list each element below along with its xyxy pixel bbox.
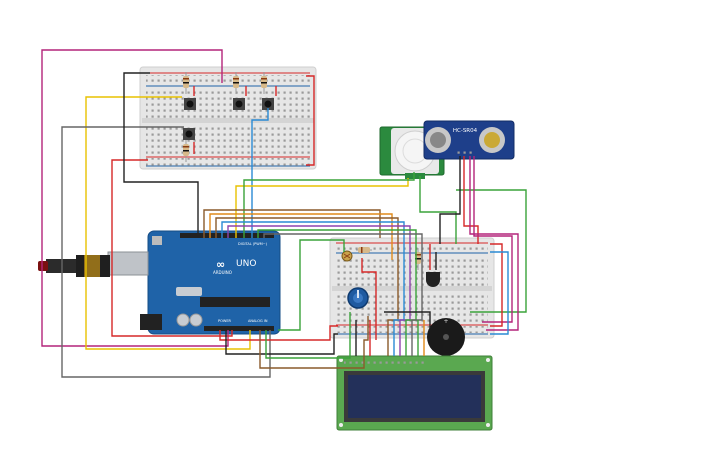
reset-button[interactable] <box>152 236 162 245</box>
wire-yellow[interactable] <box>235 178 409 238</box>
svg-text:+: + <box>443 318 448 325</box>
wiring <box>41 49 527 378</box>
wire-purple[interactable] <box>227 225 411 356</box>
digital-label: DIGITAL (PWM~) <box>238 242 268 246</box>
wire-black[interactable] <box>225 330 338 355</box>
wire-black[interactable] <box>384 311 431 328</box>
wire-red[interactable] <box>122 75 315 166</box>
wire-red[interactable] <box>219 325 338 341</box>
wire-black[interactable] <box>439 156 461 244</box>
push-button[interactable] <box>183 128 195 140</box>
wire-gray[interactable] <box>263 233 423 356</box>
wire-brown[interactable] <box>259 316 369 369</box>
microcontroller-chip <box>200 297 270 307</box>
resistor[interactable] <box>183 140 189 162</box>
power-label: POWER <box>218 319 232 323</box>
arduino-uno-board: ∞ UNO ARDUINO DIGITAL (PWM~) POWER ANALO… <box>107 230 281 335</box>
wire-green[interactable] <box>265 312 351 359</box>
resistor[interactable] <box>183 72 189 94</box>
push-button[interactable] <box>184 98 196 110</box>
arduino-model-text: ARDUINO <box>213 270 232 275</box>
photoresistor[interactable] <box>341 250 353 262</box>
wire-orange[interactable] <box>209 213 393 260</box>
wire-brown[interactable] <box>215 217 399 356</box>
wire-yellow[interactable] <box>85 96 251 350</box>
wire-red[interactable] <box>111 159 233 337</box>
ultrasonic-sensor: HC-SR04 <box>423 120 515 160</box>
infinity-logo: ∞ <box>216 258 225 271</box>
wire-green[interactable] <box>243 172 415 238</box>
lcd-display <box>336 355 493 431</box>
digital-header <box>180 233 274 238</box>
wire-blue[interactable] <box>251 108 269 238</box>
usb-cable <box>38 255 110 277</box>
analog-header <box>204 326 274 331</box>
temperature-sensor[interactable] <box>426 272 440 287</box>
wire-blue[interactable] <box>221 221 405 356</box>
push-button[interactable] <box>233 98 245 110</box>
wire-green[interactable] <box>456 189 527 313</box>
analog-label: ANALOG IN <box>248 319 268 323</box>
power-jack <box>140 314 162 330</box>
wire-green[interactable] <box>278 239 345 331</box>
wire-black[interactable] <box>123 72 199 238</box>
wire-red[interactable] <box>490 243 503 327</box>
resistor[interactable] <box>356 247 372 253</box>
potentiometer[interactable] <box>347 287 369 309</box>
breadboard-top[interactable] <box>139 66 317 170</box>
resistor[interactable] <box>261 72 267 94</box>
resistor[interactable] <box>233 72 239 94</box>
wire-gray[interactable] <box>61 126 271 378</box>
piezo-buzzer[interactable]: + <box>427 318 465 356</box>
lcd-screen <box>348 375 481 418</box>
wire-red[interactable] <box>361 258 377 340</box>
wire-red[interactable] <box>463 156 479 244</box>
push-button[interactable] <box>262 98 274 110</box>
usb-port <box>107 251 149 276</box>
wire-green[interactable] <box>419 176 457 244</box>
ultrasonic-label: HC-SR04 <box>453 128 478 134</box>
wire-blue[interactable] <box>490 251 509 335</box>
wire-magenta[interactable] <box>41 49 229 347</box>
wire-brown[interactable] <box>203 209 381 238</box>
arduino-logo-text: UNO <box>236 259 256 269</box>
wire-green[interactable] <box>257 229 417 356</box>
